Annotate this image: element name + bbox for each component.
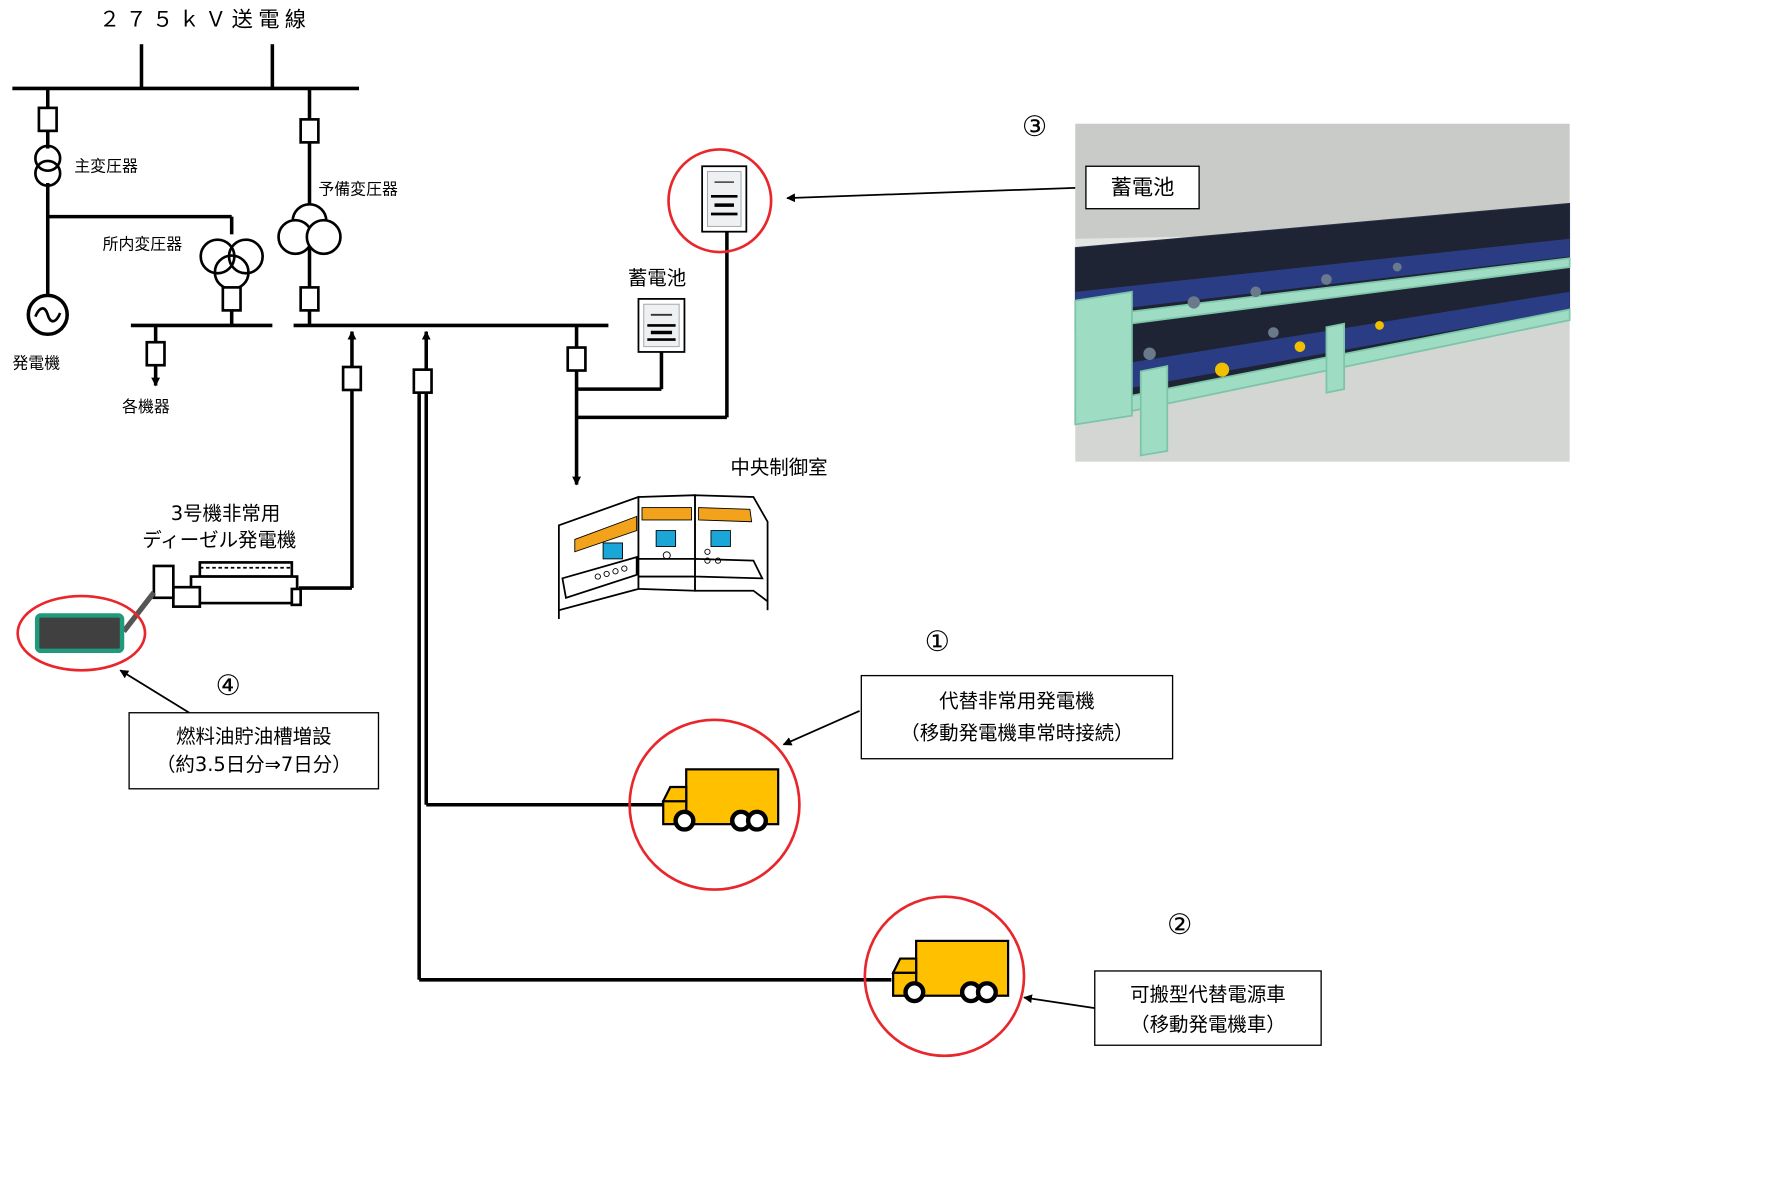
transmission-bus — [12, 44, 359, 88]
battery-room-photo: 蓄電池 — [1075, 124, 1569, 462]
breaker-icon — [301, 119, 319, 142]
label-reserve-transformer: 予備変圧器 — [318, 180, 398, 199]
breaker-icon — [39, 108, 57, 131]
diesel-generator-icon — [154, 562, 301, 606]
breaker-icon — [343, 367, 361, 390]
breaker-icon — [147, 342, 165, 365]
callout-number-3: ③ — [1022, 110, 1047, 143]
callout-number-1: ① — [925, 625, 950, 658]
callout-3-label: 蓄電池 — [1111, 176, 1175, 201]
callout-number-4: ④ — [215, 669, 240, 702]
breaker-icon — [301, 287, 319, 310]
breaker-icon — [414, 370, 432, 393]
label-control-room: 中央制御室 — [730, 456, 827, 479]
title-275kv: ２７５ｋＶ送電線 — [99, 8, 311, 33]
truck-icon — [893, 941, 1008, 1001]
transformer-icon — [279, 204, 341, 254]
label-diesel-line2: ディーゼル発電機 — [142, 528, 296, 551]
callout-1-line1: 代替非常用発電機 — [939, 689, 1095, 712]
battery-icon — [702, 166, 746, 231]
callout-2-line2: （移動発電機車） — [1130, 1013, 1286, 1036]
truck-icon — [663, 769, 778, 829]
label-generator: 発電機 — [12, 354, 60, 373]
battery-icon — [638, 299, 684, 352]
callout-1-line2: （移動発電機車常時接続） — [900, 721, 1133, 744]
callout-4-line1: 燃料油貯油槽増設 — [176, 725, 332, 748]
label-diesel-line1: 3号機非常用 — [171, 502, 281, 525]
breaker-icon — [568, 348, 586, 371]
generator-icon — [28, 295, 67, 334]
callout-4-line2: （約3.5日分⇒7日分） — [156, 753, 352, 776]
label-house-transformer: 所内変圧器 — [103, 234, 183, 253]
callout-number-2: ② — [1167, 908, 1192, 941]
callout-box-1 — [861, 676, 1172, 759]
label-equipment: 各機器 — [122, 397, 170, 416]
fuel-tank-icon — [37, 615, 122, 650]
label-battery-local: 蓄電池 — [628, 267, 686, 290]
control-panel-icon — [559, 495, 768, 619]
callout-2-line1: 可搬型代替電源車 — [1130, 983, 1286, 1006]
breaker-icon — [223, 287, 241, 310]
transformer-icon — [201, 240, 263, 290]
label-main-transformer: 主変圧器 — [74, 157, 138, 176]
transformer-icon — [35, 146, 60, 186]
